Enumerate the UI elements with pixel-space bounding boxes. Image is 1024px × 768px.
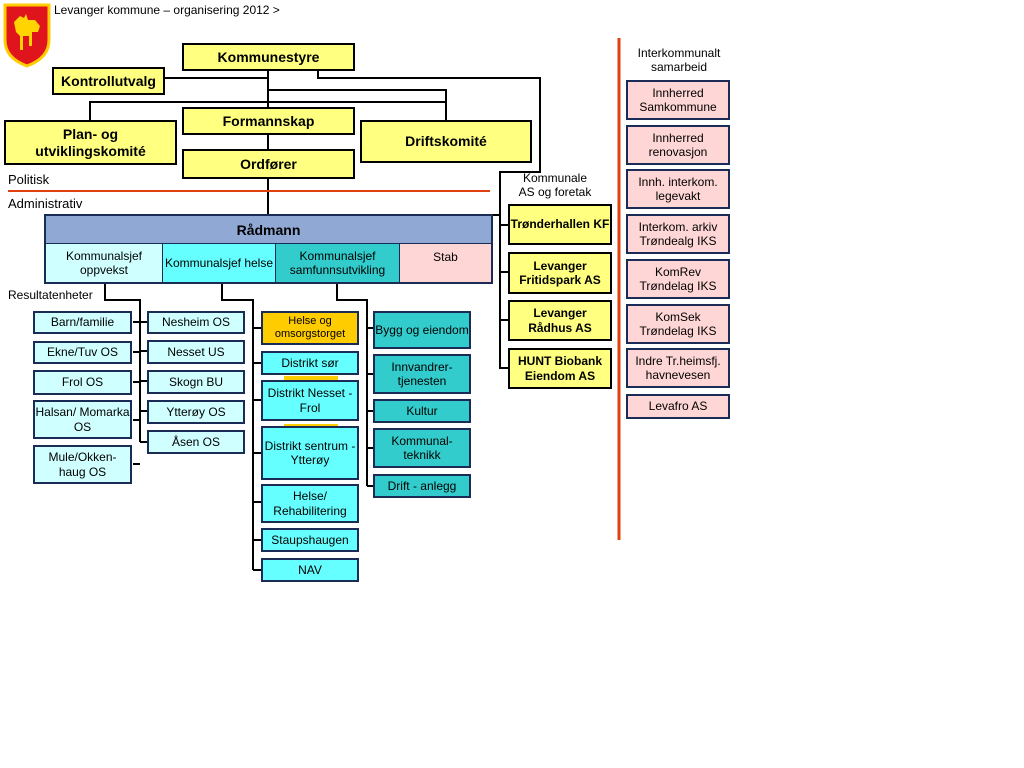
unit-helse-rehabilitering[interactable]: Helse/ Rehabilitering [261, 484, 359, 523]
unit-innvandrertjenesten[interactable]: Innvandrer- tjenesten [373, 354, 471, 394]
ik-innherred-samkommune[interactable]: Innherred Samkommune [626, 80, 730, 120]
ik-innherred-renovasjon[interactable]: Innherred renovasjon [626, 125, 730, 165]
kommunale-radhus[interactable]: Levanger Rådhus AS [508, 300, 612, 341]
ik-komsek[interactable]: KomSek Trøndelag IKS [626, 304, 730, 344]
kommunalsjef-helse[interactable]: Kommunalsjef helse [163, 244, 276, 282]
radmann-panel: Rådmann Kommunalsjef oppvekst Kommunalsj… [44, 214, 493, 284]
unit-ekne-tuv-os[interactable]: Ekne/Tuv OS [33, 341, 132, 364]
unit-frol-os[interactable]: Frol OS [33, 370, 132, 395]
unit-nesset-us[interactable]: Nesset US [147, 340, 245, 364]
unit-distrikt-sentrum-ytteroy[interactable]: Distrikt sentrum - Ytterøy [261, 426, 359, 480]
unit-ytteroy-os[interactable]: Ytterøy OS [147, 400, 245, 424]
kommunalsjef-oppvekst[interactable]: Kommunalsjef oppvekst [46, 244, 163, 282]
stab-cell[interactable]: Stab [400, 244, 491, 282]
unit-kultur[interactable]: Kultur [373, 399, 471, 423]
plan-utvikling-box[interactable]: Plan- og utviklingskomité [4, 120, 177, 165]
ik-levafro[interactable]: Levafro AS [626, 394, 730, 419]
unit-barn-familie[interactable]: Barn/familie [33, 311, 132, 334]
kommunale-label: Kommunale AS og foretak [518, 171, 592, 199]
resultatenheter-label: Resultatenheter [8, 288, 93, 302]
ik-komrev[interactable]: KomRev Trøndelag IKS [626, 259, 730, 299]
kommunale-tronderhallen[interactable]: Trønderhallen KF [508, 204, 612, 245]
formannskap-box[interactable]: Formannskap [182, 107, 355, 135]
unit-staupshaugen[interactable]: Staupshaugen [261, 528, 359, 552]
unit-distrikt-nesset-frol[interactable]: Distrikt Nesset - Frol [261, 380, 359, 421]
ik-legevakt[interactable]: Innh. interkom. legevakt [626, 169, 730, 209]
unit-bygg-eiendom[interactable]: Bygg og eiendom [373, 311, 471, 349]
kommunale-fritidspark[interactable]: Levanger Fritidspark AS [508, 252, 612, 294]
kommunale-hunt-biobank[interactable]: HUNT Biobank Eiendom AS [508, 348, 612, 389]
kommunalsjef-samfunnsutvikling[interactable]: Kommunalsjef samfunnsutvikling [276, 244, 400, 282]
administrativ-label: Administrativ [8, 196, 83, 211]
ik-arkiv[interactable]: Interkom. arkiv Trøndealg IKS [626, 214, 730, 254]
unit-mule-okkenhaug-os[interactable]: Mule/Okken- haug OS [33, 445, 132, 484]
unit-nesheim-os[interactable]: Nesheim OS [147, 311, 245, 334]
unit-drift-anlegg[interactable]: Drift - anlegg [373, 474, 471, 498]
ordforer-box[interactable]: Ordfører [182, 149, 355, 179]
unit-kommunalteknikk[interactable]: Kommunal- teknikk [373, 428, 471, 468]
unit-distrikt-sor[interactable]: Distrikt sør [261, 351, 359, 375]
radmann-header[interactable]: Rådmann [46, 216, 491, 244]
ik-havnevesen[interactable]: Indre Tr.heimsfj. havnevesen [626, 348, 730, 388]
unit-halsan-momarka-os[interactable]: Halsan/ Momarka OS [33, 400, 132, 439]
interkommunalt-label: Interkommunalt samarbeid [637, 46, 721, 75]
coat-of-arms-logo [3, 3, 51, 68]
unit-asen-os[interactable]: Åsen OS [147, 430, 245, 454]
unit-helse-omsorgstorget[interactable]: Helse og omsorgstorget [261, 311, 359, 345]
unit-nav[interactable]: NAV [261, 558, 359, 582]
page-title: Levanger kommune – organisering 2012 > [54, 3, 280, 17]
kommunestyre-box[interactable]: Kommunestyre [182, 43, 355, 71]
politisk-label: Politisk [8, 172, 50, 187]
driftskomite-box[interactable]: Driftskomité [360, 120, 532, 163]
unit-skogn-bu[interactable]: Skogn BU [147, 370, 245, 394]
kontrollutvalg-box[interactable]: Kontrollutvalg [52, 67, 165, 95]
